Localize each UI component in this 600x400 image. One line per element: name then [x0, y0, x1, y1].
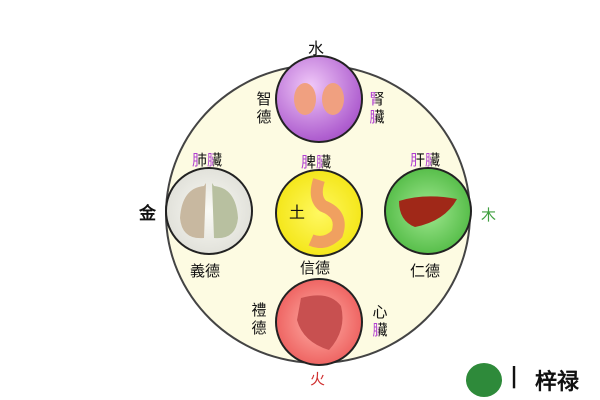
lung-icon [180, 183, 238, 239]
char: 腎 [369, 90, 385, 108]
char: 肝 [410, 151, 426, 169]
logo-text: 梓禄 [535, 370, 580, 395]
virtue-trust: 信德 [300, 259, 331, 277]
element-fire: 火 [310, 370, 326, 388]
char: 臟 [369, 108, 385, 126]
organ-heart-label: 心臟 [371, 303, 389, 339]
organ-liver-label: 肝臟 [410, 151, 440, 169]
char: 肺 [192, 151, 208, 169]
kidney-circle [275, 55, 363, 143]
lung-circle [165, 167, 253, 255]
organ-lung-label: 肺臟 [192, 151, 222, 169]
element-metal: 金 [139, 204, 156, 224]
char: 脾 [301, 153, 317, 171]
organ-spleen-label: 脾臟 [301, 153, 331, 171]
virtue-benevolence: 仁德 [410, 262, 441, 280]
liver-icon [399, 196, 457, 227]
heart-circle [275, 278, 363, 366]
liver-circle [384, 167, 472, 255]
logo-separator: | [510, 364, 519, 389]
element-earth: 土 [289, 203, 306, 222]
organ-kidney-label: 腎臟 [368, 90, 386, 126]
logo-icon [466, 363, 502, 397]
virtue-wisdom: 智德 [256, 90, 272, 126]
element-wood: 木 [481, 206, 497, 224]
virtue-propriety: 禮德 [251, 301, 267, 337]
char: 臟 [316, 153, 332, 171]
char: 臟 [207, 151, 223, 169]
virtue-righteousness: 義德 [190, 262, 221, 280]
spleen-circle [275, 169, 363, 257]
char: 臟 [372, 321, 388, 339]
char: 臟 [425, 151, 441, 169]
char: 心 [372, 303, 388, 321]
heart-icon [297, 295, 343, 350]
kidney-icon [294, 83, 344, 115]
element-water: 水 [308, 39, 325, 58]
stomach-icon [308, 178, 345, 248]
